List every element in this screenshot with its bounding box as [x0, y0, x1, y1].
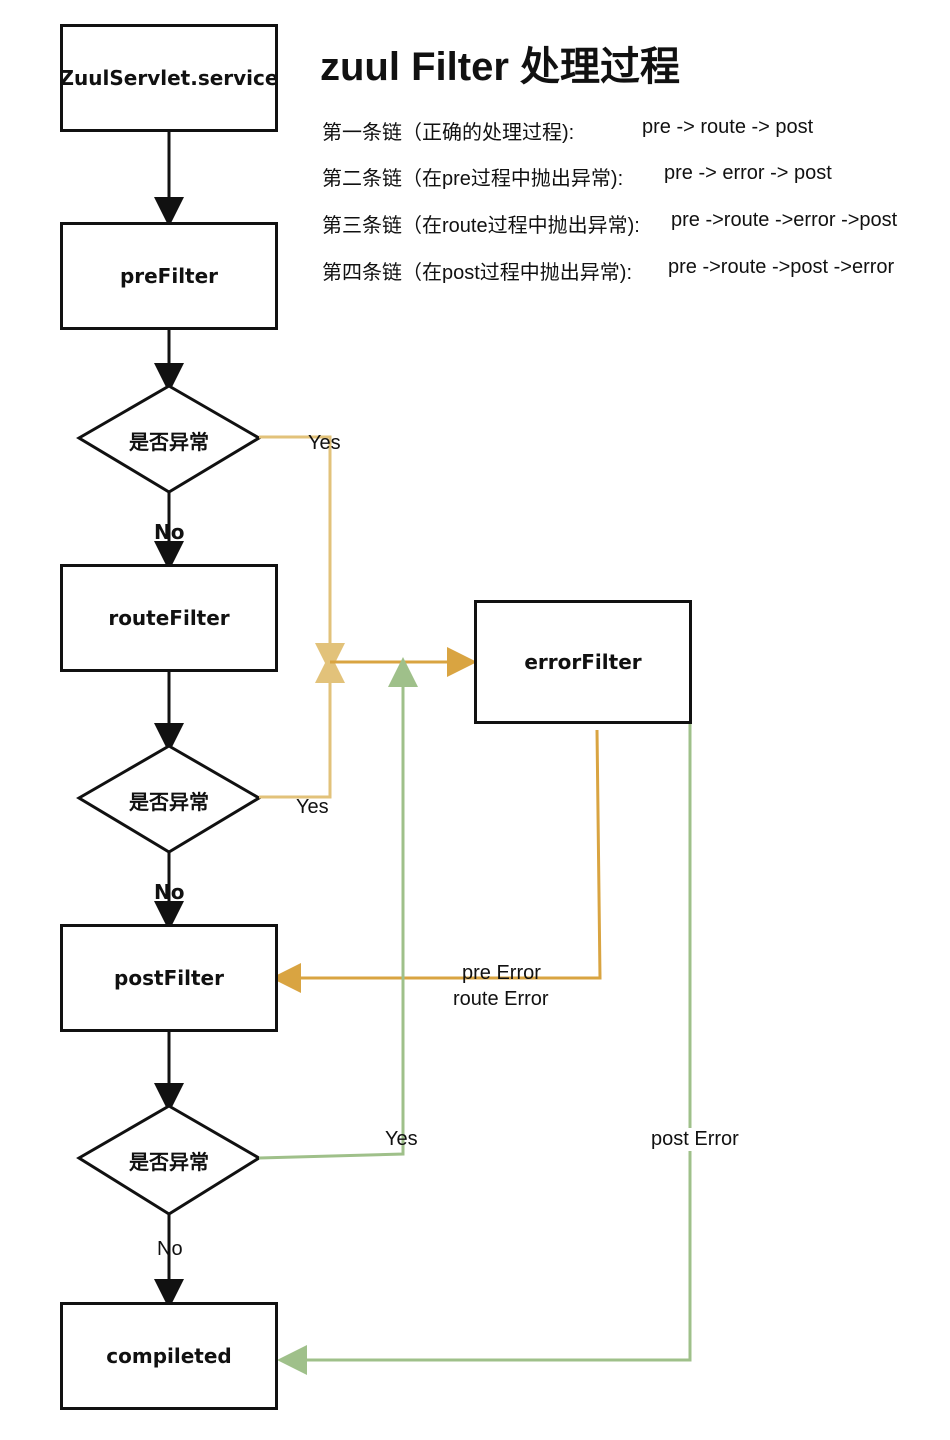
- node-post-label: postFilter: [114, 966, 224, 990]
- node-error: errorFilter: [474, 600, 692, 724]
- node-route-label: routeFilter: [108, 606, 230, 630]
- node-done: compileted: [60, 1302, 278, 1410]
- edge-d1-yes: [259, 435, 345, 673]
- chain-2: 第二条链（在pre过程中抛出异常): pre -> error -> post: [322, 162, 832, 191]
- edge-label-pre-error: pre Error: [462, 962, 541, 984]
- edge-label-yes-1: Yes: [308, 432, 341, 454]
- node-post: postFilter: [60, 924, 278, 1032]
- decision-diamond-1: [76, 384, 262, 494]
- edge-error-done: [277, 662, 692, 1375]
- chain-2-sequence: pre -> error -> post: [664, 162, 832, 184]
- chain-1-sequence: pre -> route -> post: [642, 116, 814, 138]
- edge-label-no-3: No: [157, 1238, 183, 1260]
- edge-error-post: [271, 729, 602, 993]
- decision-label-3: 是否异常: [129, 1150, 209, 1174]
- chain-3-sequence: pre ->route ->error ->post: [671, 209, 898, 231]
- chain-4-sequence: pre ->route ->post ->error: [668, 256, 895, 278]
- edge-label-post-error: post Error: [651, 1128, 739, 1151]
- page-title: zuul Filter 处理过程: [320, 45, 680, 89]
- edge-d2-yes: [259, 653, 345, 799]
- chain-4: 第四条链（在post过程中抛出异常): pre ->route ->post -…: [322, 256, 894, 285]
- decision-label-1: 是否异常: [129, 430, 209, 454]
- node-route: routeFilter: [60, 564, 278, 672]
- node-servlet: ZuulServlet.service: [60, 24, 278, 132]
- node-pre-label: preFilter: [119, 264, 219, 288]
- node-servlet-label: ZuulServlet.service: [59, 66, 279, 90]
- chain-1-name: 第一条链（正确的处理过程):: [322, 122, 575, 144]
- chain-3-name: 第三条链（在route过程中抛出异常):: [322, 215, 640, 237]
- decision-diamond-2: [76, 744, 262, 854]
- edge-label-yes-3: Yes: [385, 1128, 418, 1150]
- decision-label-2: 是否异常: [129, 790, 209, 814]
- node-error-label: errorFilter: [524, 650, 642, 674]
- node-pre: preFilter: [60, 222, 278, 330]
- edge-d3-yes: [258, 657, 418, 1160]
- edge-label-no-1: No: [154, 520, 185, 544]
- chain-1: 第一条链（正确的处理过程): pre -> route -> post: [322, 116, 813, 145]
- edge-label-route-error: route Error: [453, 988, 549, 1010]
- chain-4-name: 第四条链（在post过程中抛出异常):: [322, 262, 633, 284]
- node-done-label: compileted: [106, 1344, 232, 1368]
- edge-label-yes-2: Yes: [296, 796, 329, 818]
- chain-2-name: 第二条链（在pre过程中抛出异常):: [322, 168, 624, 190]
- edge-label-no-2: No: [154, 880, 185, 904]
- chain-3: 第三条链（在route过程中抛出异常): pre ->route ->error…: [322, 209, 897, 238]
- decision-diamond-3: [76, 1104, 262, 1216]
